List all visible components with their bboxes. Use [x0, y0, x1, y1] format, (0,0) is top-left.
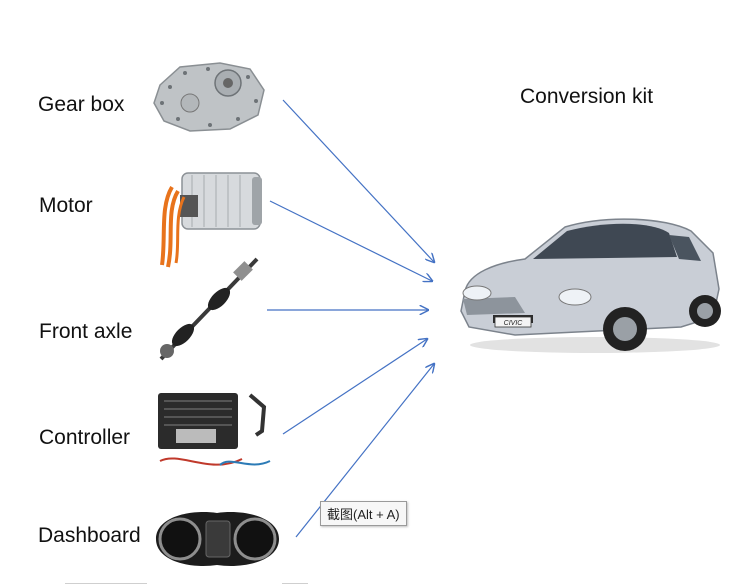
car-image: CIVIC [460, 218, 721, 353]
label-gear-box: Gear box [38, 93, 125, 116]
label-controller: Controller [39, 426, 131, 449]
bottom-divider [65, 583, 147, 584]
arrow-dashboard [295, 364, 434, 538]
dashboard-image [156, 512, 279, 566]
screenshot-tooltip: 截图(Alt + A) [320, 501, 407, 526]
label-dashboard: Dashboard [38, 524, 141, 547]
arrow-motor [269, 200, 432, 281]
controller-image [158, 393, 271, 466]
arrow-gear-box [282, 99, 434, 262]
label-front-axle: Front axle [39, 320, 133, 343]
motor-image [160, 172, 262, 268]
front-axle-image [159, 257, 259, 361]
diagram-title: Conversion kit [520, 85, 654, 108]
car-badge: CIVIC [504, 320, 524, 327]
arrow-controller [282, 339, 427, 435]
label-motor: Motor [39, 194, 93, 217]
gear-box-image [153, 62, 265, 132]
bottom-divider [282, 583, 308, 584]
